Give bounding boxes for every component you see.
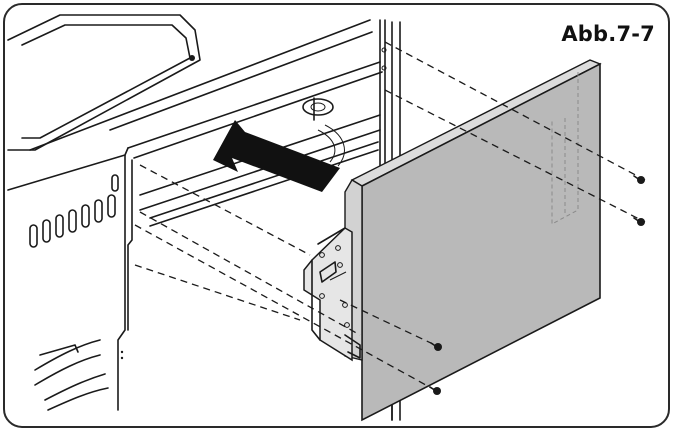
alignment-lines	[134, 41, 646, 391]
insertion-arrow-icon	[213, 120, 340, 192]
cover-panel	[344, 59, 602, 422]
appliance-body	[7, 14, 401, 421]
screw-icon	[633, 175, 645, 184]
screw-icon	[633, 217, 645, 226]
screw-icon	[430, 342, 442, 351]
mounting-bracket	[303, 227, 361, 362]
figure-frame	[3, 3, 670, 428]
screw-icon	[429, 386, 441, 395]
vent-slots	[29, 174, 119, 248]
figure-label: Abb.7-7	[561, 22, 655, 46]
